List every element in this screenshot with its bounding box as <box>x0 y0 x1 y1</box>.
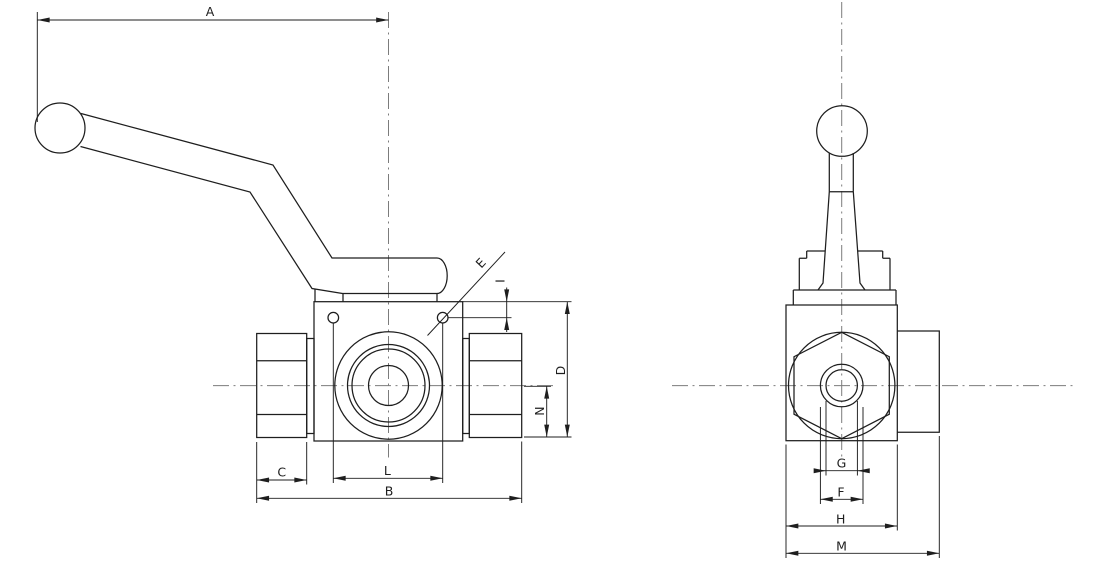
dim-label-b: B <box>385 483 394 498</box>
bore-circle-mid2 <box>351 348 426 423</box>
dim-label-c: C <box>277 465 286 480</box>
dim-label-e: E <box>473 255 489 271</box>
bolt-hole-left <box>327 311 340 324</box>
mount-plate <box>792 289 897 305</box>
bolt-hole-right <box>436 311 449 324</box>
handle-base <box>314 288 438 302</box>
dim-label-g: G <box>837 456 847 471</box>
dim-label-n: N <box>532 406 547 415</box>
right-port-neck <box>462 337 470 435</box>
bore-circle-outer <box>334 331 443 440</box>
front-view <box>34 102 523 442</box>
stem-step-2 <box>798 257 891 290</box>
dimensions <box>36 12 940 558</box>
lever-neck <box>828 153 854 193</box>
lever-ball-side <box>816 105 868 157</box>
dimension-labels: A E I D N C L B G F H M <box>206 4 847 554</box>
side-outlet-port <box>897 330 940 433</box>
centerlines <box>213 2 1077 458</box>
dim-label-i: I <box>493 279 508 283</box>
lever-taper <box>817 191 866 291</box>
left-port-neck <box>306 337 315 435</box>
dim-label-a: A <box>206 4 215 19</box>
stem-step-1 <box>806 250 884 259</box>
dim-label-d: D <box>553 366 568 376</box>
bore-circle-mid1 <box>346 343 431 428</box>
side-view <box>785 105 940 442</box>
lever-ball-end <box>34 102 86 154</box>
dim-label-m: M <box>836 539 847 554</box>
dim-label-l: L <box>384 463 391 478</box>
leader-line-e <box>427 251 506 336</box>
lever-handle-outline <box>80 112 448 295</box>
hex-chamfer-circle <box>787 331 896 440</box>
dim-label-f: F <box>837 484 844 499</box>
port-bore-circle <box>825 369 859 402</box>
port-thread-circle <box>819 363 864 408</box>
valve-body-side <box>785 304 898 442</box>
bore-circle-inner <box>367 364 410 407</box>
dim-label-h: H <box>836 511 845 526</box>
